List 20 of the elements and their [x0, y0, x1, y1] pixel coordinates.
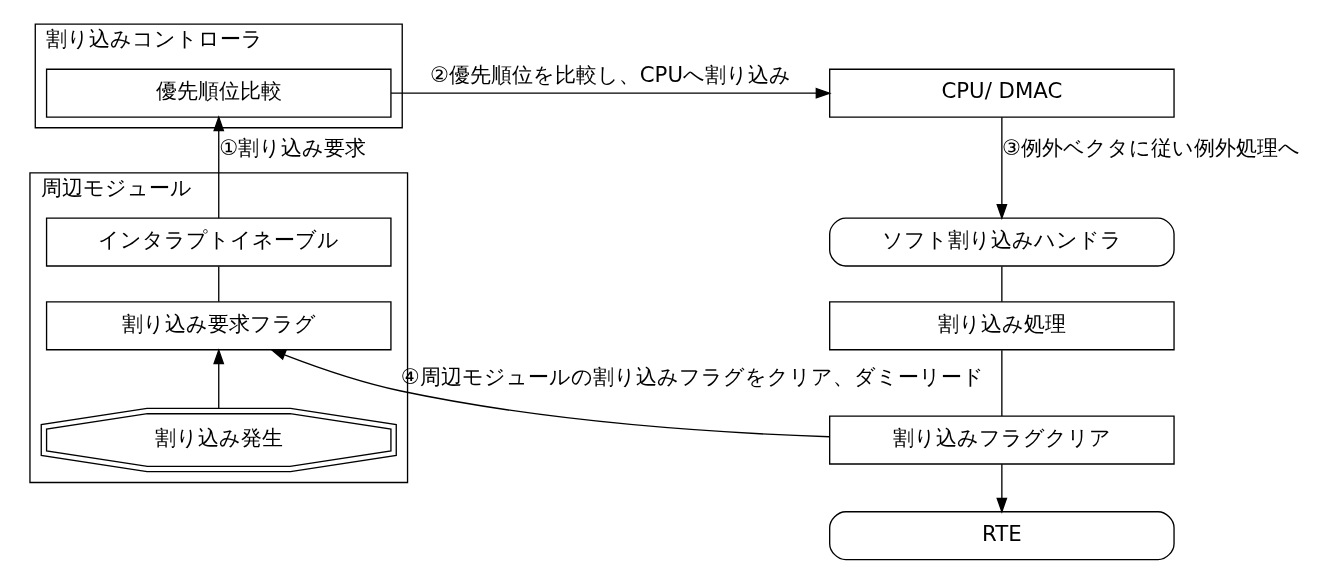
node-box: 優先順位比較 — [45, 68, 392, 118]
node-box: 割り込みフラグクリア — [829, 415, 1175, 465]
arrow — [390, 87, 832, 99]
node-box: CPU/ DMAC — [829, 68, 1175, 118]
connector — [1001, 349, 1003, 417]
arrow — [996, 116, 1008, 221]
node-box: ソフト割り込みハンドラ — [829, 217, 1175, 267]
arrow — [213, 348, 225, 409]
edge-label: ③例外ベクタに従い例外処理へ — [1001, 135, 1300, 161]
arrow — [213, 115, 225, 219]
edge-label: ①割り込み要求 — [219, 135, 367, 161]
arrow — [270, 349, 830, 438]
arrow — [996, 463, 1008, 514]
node-box: 割り込み処理 — [829, 301, 1175, 351]
node-box: 割り込み要求フラグ — [45, 301, 392, 351]
node-box: RTE — [829, 511, 1175, 561]
edge-label: ②優先順位を比較し、CPUへ割り込み — [429, 62, 791, 88]
node-box: インタラプトイネーブル — [45, 217, 392, 267]
connector — [218, 265, 220, 303]
connector — [1001, 265, 1003, 303]
